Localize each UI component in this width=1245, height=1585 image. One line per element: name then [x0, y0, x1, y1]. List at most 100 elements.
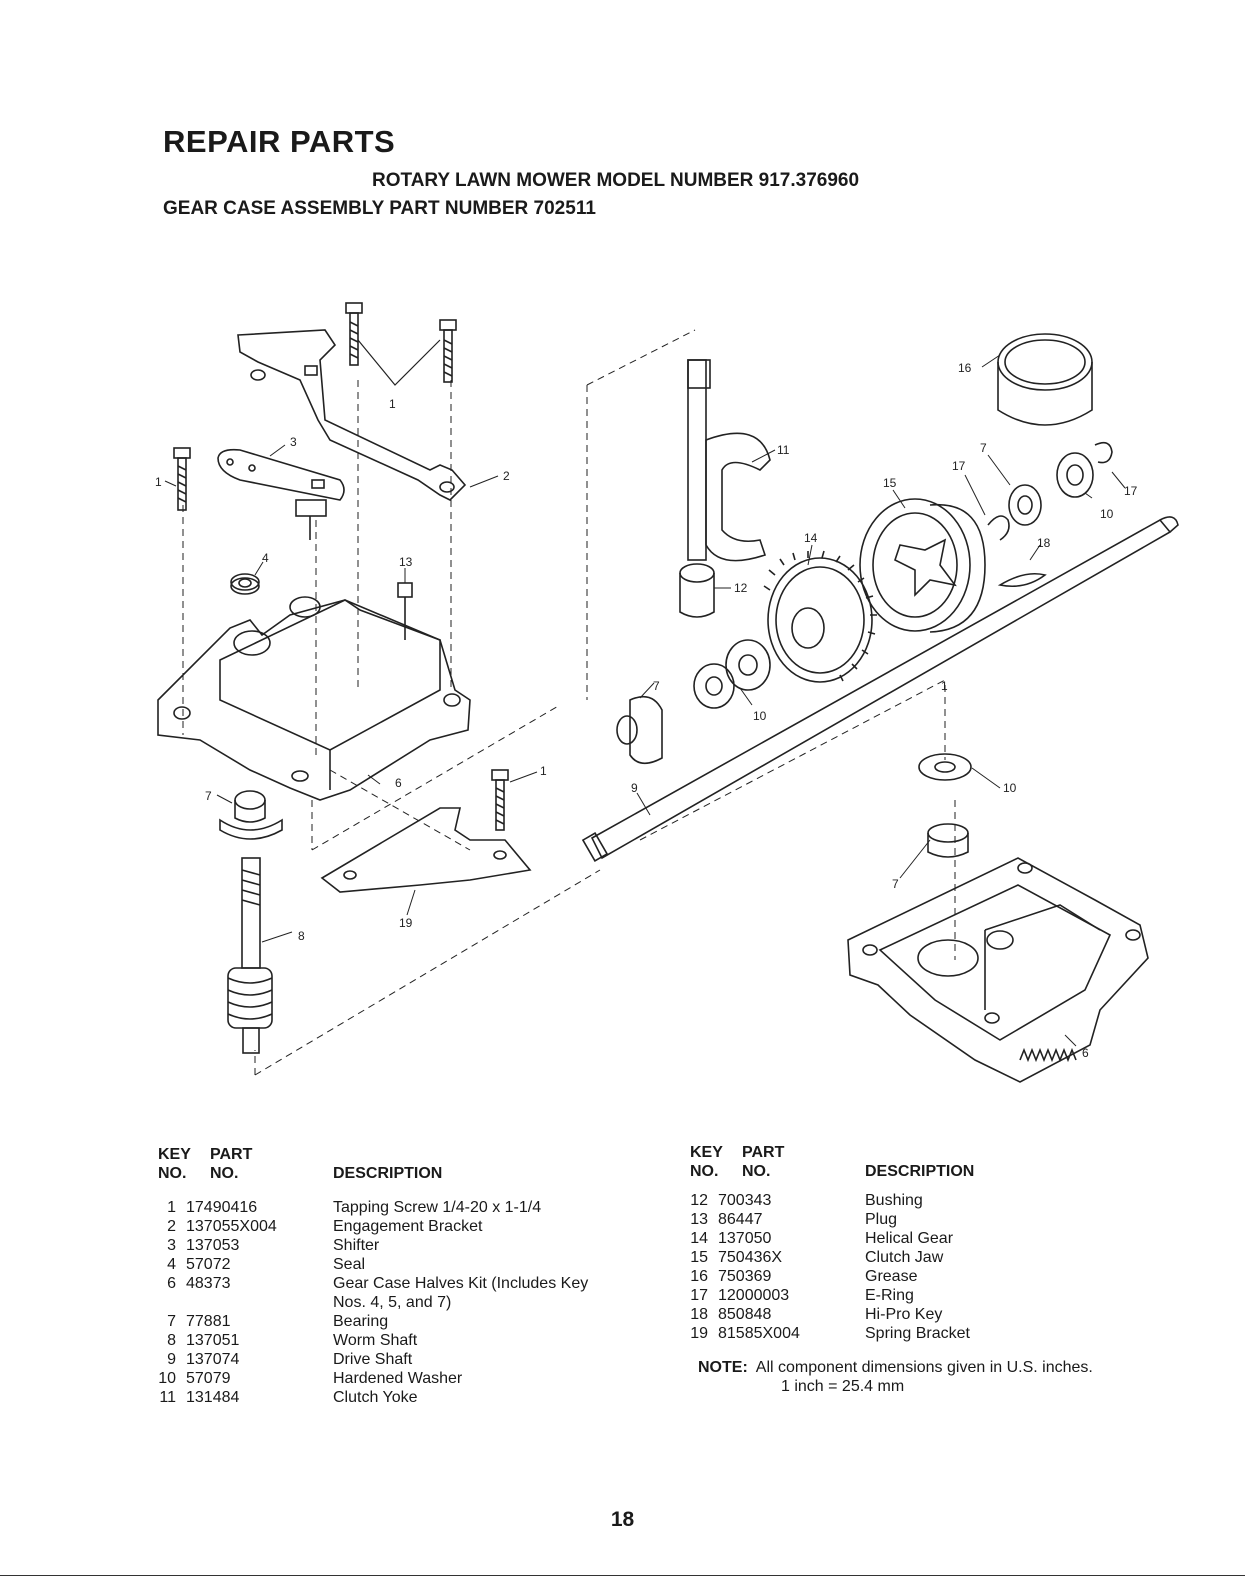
callout-14: 14: [804, 531, 818, 545]
drive-shaft: [581, 516, 1179, 862]
part-description: Nos. 4, 5, and 7): [333, 1294, 452, 1311]
part-description: Hi-Pro Key: [865, 1306, 943, 1323]
key-header: KEY: [690, 1144, 723, 1161]
page-title: REPAIR PARTS: [163, 124, 396, 159]
callout-2: 2: [503, 469, 510, 483]
part-description: Bushing: [865, 1192, 923, 1209]
callout-10: 10: [1100, 507, 1114, 521]
bearing: [234, 790, 266, 810]
key-number: 2: [167, 1218, 176, 1235]
part-number: 12000003: [718, 1287, 790, 1304]
part-description: Clutch Yoke: [333, 1389, 418, 1406]
part-description: Hardened Washer: [333, 1370, 463, 1387]
description-header: DESCRIPTION: [333, 1165, 443, 1182]
callout-17: 17: [952, 459, 966, 473]
key-header-no: NO.: [690, 1163, 719, 1180]
note-line1: All component dimensions given in U.S. i…: [755, 1359, 1093, 1376]
callout-13: 13: [399, 555, 413, 569]
part-description: Engagement Bracket: [333, 1218, 483, 1235]
spring-bracket: [320, 807, 532, 893]
key-number: 8: [167, 1332, 176, 1349]
tapping-screw: [345, 302, 363, 366]
part-description: Clutch Jaw: [865, 1249, 944, 1266]
part-description: Tapping Screw 1/4-20 x 1-1/4: [333, 1199, 542, 1216]
part-description: Grease: [865, 1268, 918, 1285]
key-number: 12: [690, 1192, 708, 1209]
key-number: 3: [167, 1237, 176, 1254]
part-number: 57079: [186, 1370, 231, 1387]
helical-gear: [763, 550, 877, 683]
key-header-no: NO.: [158, 1165, 187, 1182]
part-header-no: NO.: [742, 1163, 771, 1180]
bottom-rule: [0, 1575, 1245, 1576]
part-header: PART: [210, 1146, 253, 1163]
gear-case-lower-half: [847, 857, 1149, 1083]
key-number: 13: [690, 1211, 708, 1228]
key-number: 11: [159, 1389, 176, 1406]
key-number: 15: [690, 1249, 708, 1266]
callout-18: 18: [1037, 536, 1051, 550]
callout-16: 16: [958, 361, 972, 375]
callout-4: 4: [262, 551, 269, 565]
callout-9: 9: [631, 781, 638, 795]
page-number: 18: [610, 1508, 635, 1531]
assembly-subtitle: GEAR CASE ASSEMBLY PART NUMBER 702511: [163, 198, 596, 219]
part-description: Bearing: [333, 1313, 389, 1330]
key-number: 6: [167, 1275, 176, 1292]
part-number: 137051: [186, 1332, 240, 1349]
callout-19: 19: [399, 916, 413, 930]
callout-7: 7: [980, 441, 987, 455]
part-number: 750436X: [718, 1249, 783, 1266]
bearing-right: [927, 823, 969, 858]
part-number: 850848: [718, 1306, 772, 1323]
part-description: Worm Shaft: [333, 1332, 418, 1349]
callout-6: 6: [1082, 1046, 1089, 1060]
note-label: NOTE:: [698, 1359, 748, 1376]
callout-1: 1: [941, 679, 948, 693]
note-line2: 1 inch = 25.4 mm: [781, 1378, 905, 1395]
part-description: E-Ring: [865, 1287, 914, 1304]
part-description: Gear Case Halves Kit (Includes Key: [333, 1275, 589, 1292]
part-description: Plug: [865, 1211, 898, 1228]
bushing: [679, 563, 715, 618]
part-number: 750369: [718, 1268, 772, 1285]
key-number: 14: [690, 1230, 708, 1247]
callout-1: 1: [389, 397, 396, 411]
part-number: 131484: [186, 1389, 240, 1406]
callout-7: 7: [653, 679, 660, 693]
hi-pro-key: [997, 572, 1047, 588]
seal: [230, 573, 260, 591]
e-ring: [987, 441, 1113, 541]
worm-shaft: [227, 857, 273, 1054]
key-number: 7: [167, 1313, 176, 1330]
callout-7: 7: [892, 877, 899, 891]
plug: [397, 582, 413, 598]
part-header-no: NO.: [210, 1165, 239, 1182]
key-number: 9: [167, 1351, 176, 1368]
exploded-diagram: 1 1 1 1 2 3 4 6 6 7 7 7 7 8 9 10 10 10 1…: [155, 302, 1179, 1083]
part-header: PART: [742, 1144, 785, 1161]
part-description: Helical Gear: [865, 1230, 954, 1247]
callout-6: 6: [395, 776, 402, 790]
gear-case-upper-half: [157, 599, 471, 801]
key-number: 10: [158, 1370, 176, 1387]
part-number: 17490416: [186, 1199, 258, 1216]
callout-10: 10: [1003, 781, 1017, 795]
part-number: 137074: [186, 1351, 240, 1368]
part-description: Drive Shaft: [333, 1351, 413, 1368]
part-number: 700343: [718, 1192, 772, 1209]
callout-11: 11: [777, 443, 790, 457]
part-number: 86447: [718, 1211, 763, 1228]
key-number: 19: [690, 1325, 708, 1342]
part-number: 77881: [186, 1313, 231, 1330]
model-subtitle: ROTARY LAWN MOWER MODEL NUMBER 917.37696…: [372, 170, 860, 191]
clutch-jaw: [859, 498, 986, 633]
callout-15: 15: [883, 476, 897, 490]
part-description: Shifter: [333, 1237, 380, 1254]
callout-17: 17: [1124, 484, 1138, 498]
part-number: 137055X004: [186, 1218, 277, 1235]
part-description: Seal: [333, 1256, 366, 1273]
part-number: 57072: [186, 1256, 231, 1273]
